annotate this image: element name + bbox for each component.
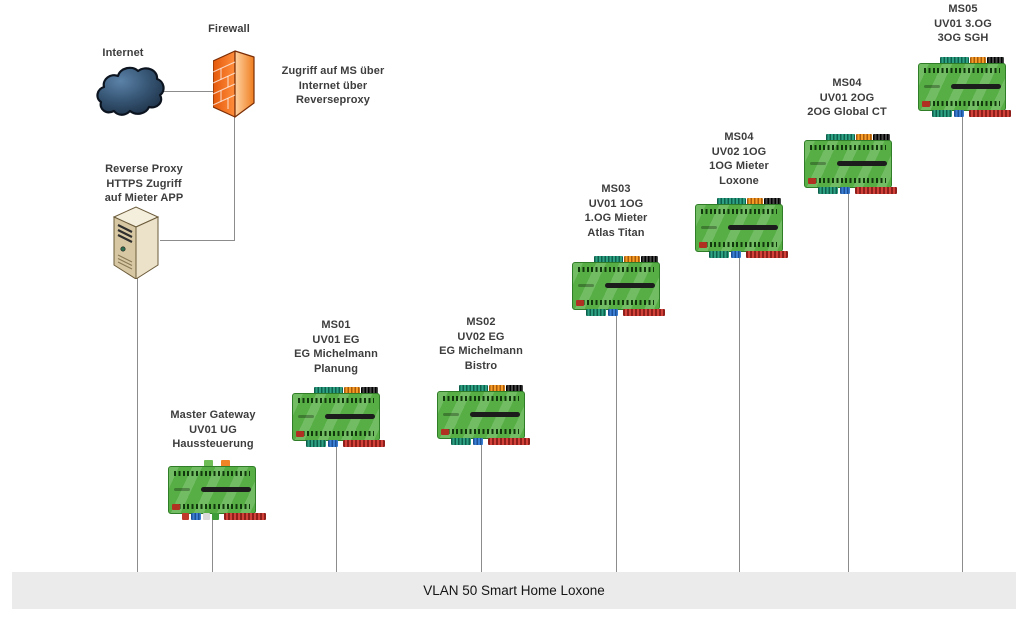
device-top-connectors xyxy=(826,134,891,142)
device-bottom-connectors xyxy=(586,309,667,316)
firewall-icon xyxy=(212,50,255,123)
device-bottom-connectors xyxy=(709,251,790,258)
ms04-uv02-label: MS04 UV02 1OG 1OG Mieter Loxone xyxy=(709,131,769,187)
device-top-connectors xyxy=(459,385,524,393)
ms04-uv01-device xyxy=(804,134,897,197)
ms04-uv02-device xyxy=(695,198,788,261)
connector-ms02-to-bus xyxy=(481,444,482,572)
device-top-connectors xyxy=(594,256,659,264)
device-body xyxy=(804,140,892,188)
device-bottom-connectors xyxy=(451,438,532,445)
vlan-bus-label: VLAN 50 Smart Home Loxone xyxy=(423,583,605,598)
connector-gateway-to-bus xyxy=(212,519,213,572)
reverse-proxy-label: Reverse Proxy HTTPS Zugriff auf Mieter A… xyxy=(104,163,184,204)
connector-ms01-to-bus xyxy=(336,446,337,572)
ms02-device xyxy=(437,385,530,448)
device-top-connectors xyxy=(314,387,379,395)
master-gateway-device xyxy=(168,460,266,523)
device-body xyxy=(918,63,1006,111)
connector-proxy-to-bus xyxy=(137,278,138,572)
device-top-connectors xyxy=(717,198,782,206)
internet-label: Internet xyxy=(102,47,144,59)
ms05-label: MS05 UV01 3.OG 3OG SGH xyxy=(934,3,992,44)
connector-ms03-to-bus xyxy=(616,315,617,572)
device-body xyxy=(437,391,525,439)
reverse-proxy-server-icon xyxy=(110,205,162,284)
ms03-label: MS03 UV01 1OG 1.OG Mieter Atlas Titan xyxy=(584,183,648,239)
connector-internet-firewall xyxy=(163,91,214,92)
device-bottom-connectors xyxy=(182,513,268,520)
ms03-device xyxy=(572,256,665,319)
connector-ms05-to-bus xyxy=(962,116,963,572)
device-bottom-connectors xyxy=(818,187,899,194)
device-bottom-connectors xyxy=(932,110,1013,117)
reverseproxy-note: Zugriff auf MS über Internet über Revers… xyxy=(281,65,385,106)
vlan-bus-bar: VLAN 50 Smart Home Loxone xyxy=(12,572,1016,609)
device-body xyxy=(292,393,380,441)
internet-cloud-icon xyxy=(96,63,166,124)
ms01-label: MS01 UV01 EG EG Michelmann Planung xyxy=(294,319,378,375)
firewall-label: Firewall xyxy=(208,23,250,35)
device-top-connectors xyxy=(204,460,238,468)
device-body xyxy=(168,466,256,514)
ms05-device xyxy=(918,57,1011,120)
connector-ms04-uv01-to-bus xyxy=(848,193,849,572)
device-body xyxy=(572,262,660,310)
ms04-uv01-label: MS04 UV01 2OG 2OG Global CT xyxy=(807,77,887,118)
device-body xyxy=(695,204,783,252)
ms01-device xyxy=(292,387,385,450)
connector-ms04-uv02-to-bus xyxy=(739,257,740,572)
connector-firewall-down xyxy=(234,117,235,241)
ms02-label: MS02 UV02 EG EG Michelmann Bistro xyxy=(439,316,523,372)
device-top-connectors xyxy=(940,57,1005,65)
master-gateway-label: Master Gateway UV01 UG Haussteuerung xyxy=(170,409,256,450)
device-bottom-connectors xyxy=(306,440,387,447)
connector-elbow-to-proxy xyxy=(160,240,235,241)
